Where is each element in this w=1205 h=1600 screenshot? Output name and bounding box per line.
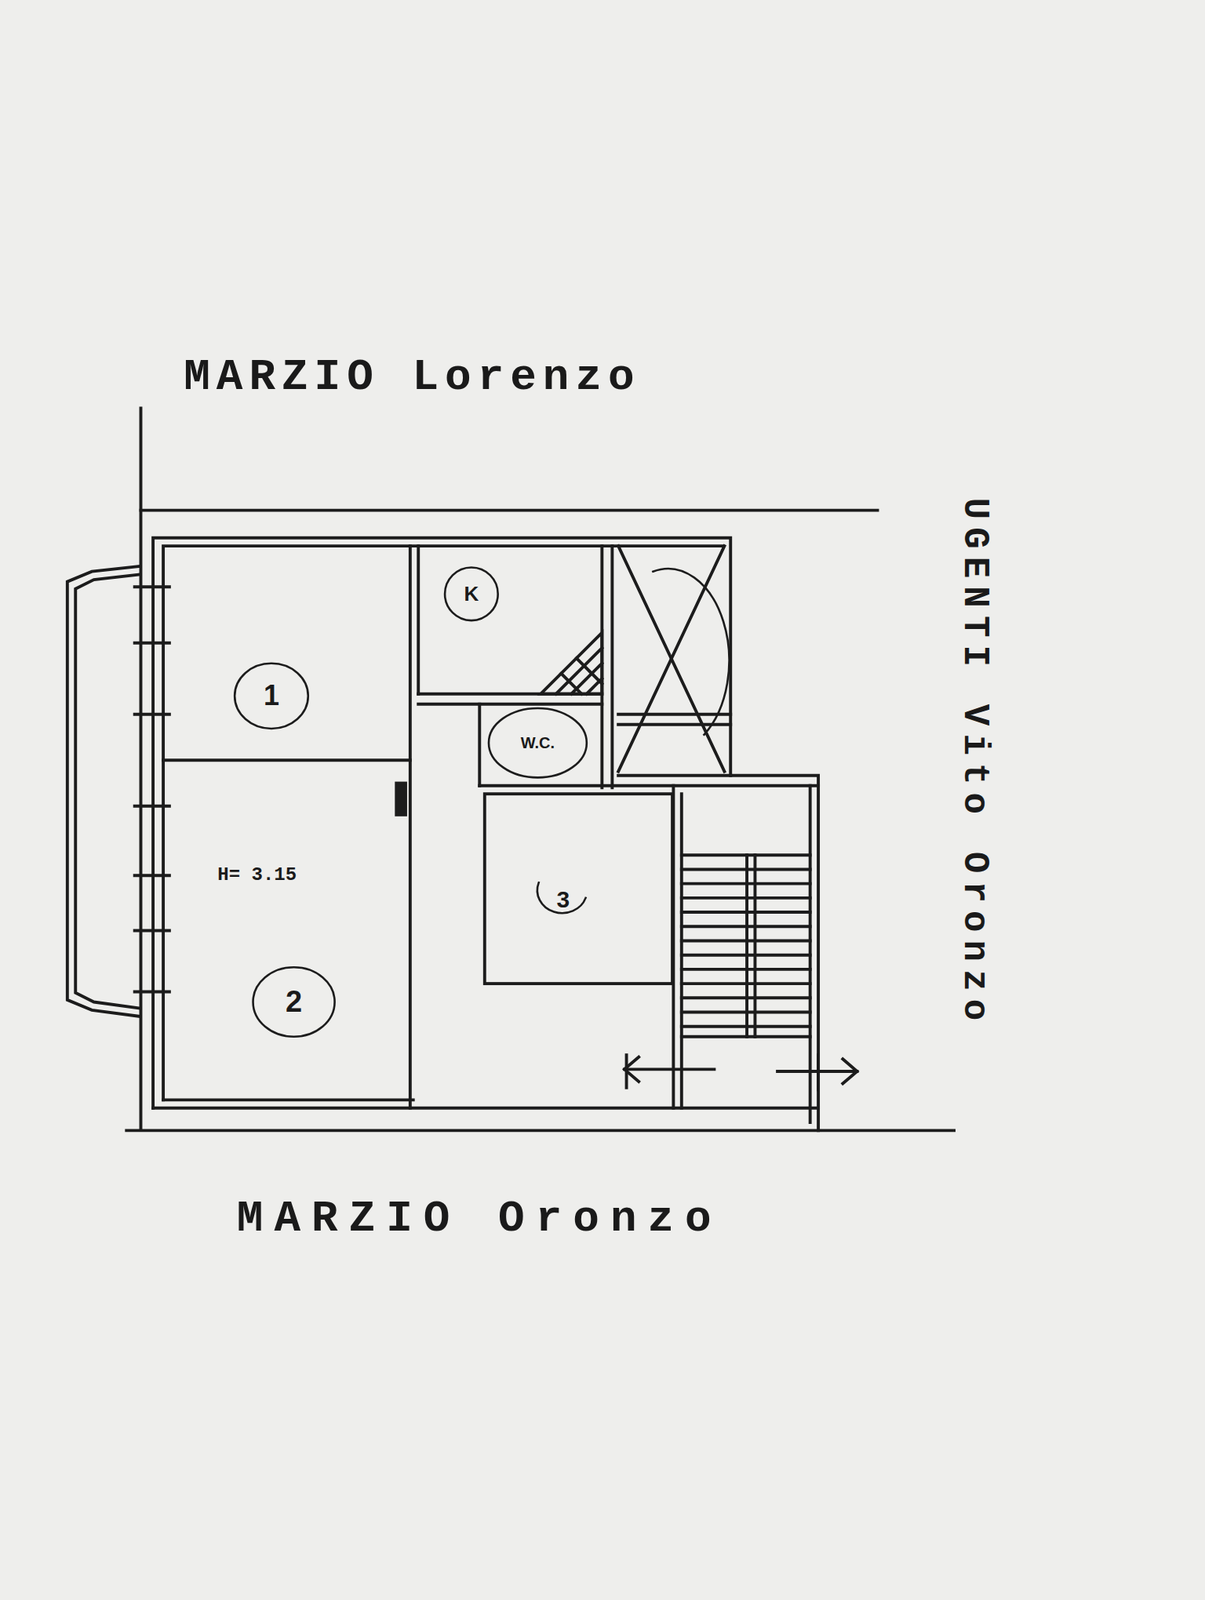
neighbour-name: UGENTI Vito Oronzo (956, 497, 993, 1029)
height-dimension: H= 3.15 (217, 866, 297, 885)
room-number: 1 (263, 681, 280, 710)
walls (67, 408, 954, 1132)
room-number: 3 (556, 888, 571, 912)
room-letter: K (463, 583, 479, 605)
pillar-mark (394, 782, 408, 817)
neighbour-name: MARZIO Oronzo (236, 1197, 723, 1242)
neighbour-name: MARZIO Lorenzo (183, 355, 641, 400)
room-name: W.C. (520, 735, 555, 751)
room-number: 2 (285, 986, 303, 1017)
